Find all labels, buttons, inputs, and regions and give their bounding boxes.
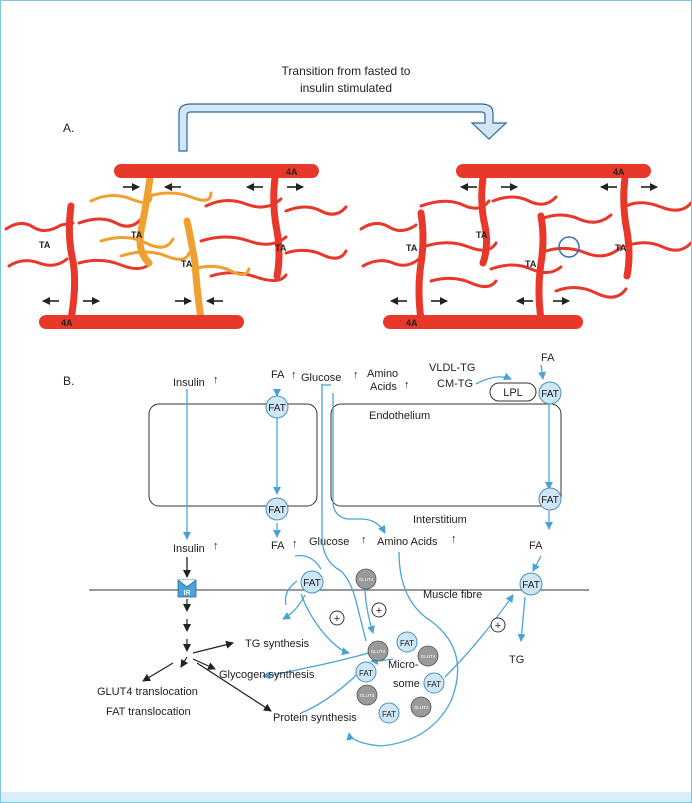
- ir-label: IR: [184, 590, 191, 597]
- left-top-4a-vessel: [114, 164, 319, 178]
- fa-right-interstitial-label: FA: [529, 540, 543, 552]
- glut4-label-microsome-3: GLUT4: [360, 693, 375, 698]
- fat-translocation-label: FAT translocation: [106, 706, 191, 718]
- fat-label-microsome-3: FAT: [427, 680, 441, 689]
- stimulation-plus-markers: [329, 602, 506, 633]
- left-top-4a-label: 4A: [286, 167, 298, 177]
- fat-label-microsome-4: FAT: [382, 710, 396, 719]
- right-bottom-4a-label: 4A: [406, 318, 418, 328]
- left-capillary-network: [4, 167, 348, 323]
- right-bottom-4a-vessel: [383, 315, 583, 329]
- microsome-label-line2: some: [393, 678, 420, 690]
- fat-label-sarcolemma-right: FAT: [522, 580, 540, 591]
- glut4-translocation-label: GLUT4 translocation: [97, 686, 198, 698]
- fat-label-endo-top-right: FAT: [541, 389, 559, 400]
- transport-flow-lines: [183, 364, 553, 747]
- tg-synthesis-label: TG synthesis: [245, 638, 310, 650]
- left-bottom-4a-vessel: [39, 315, 244, 329]
- glucose-top-up: ↑: [353, 369, 359, 381]
- transition-title-line2: insulin stimulated: [300, 81, 392, 95]
- glut4-label-membrane: GLUT4: [359, 577, 374, 582]
- right-ta-label-1: TA: [406, 243, 418, 253]
- right-flow-arrows: [390, 183, 658, 305]
- fa-right-top-label: FA: [541, 352, 555, 364]
- endothelium-right: [330, 403, 562, 507]
- insulin-top-label: Insulin: [173, 377, 205, 389]
- amino-acids-interstitial-up: ↑: [451, 533, 457, 545]
- glycogen-synthesis-label: Glycogen synthesis: [219, 669, 315, 681]
- glucose-interstitial-up: ↑: [361, 534, 367, 546]
- plus-marker-2: +: [376, 605, 382, 617]
- left-flow-arrows: [42, 183, 304, 305]
- muscle-fibre-label: Muscle fibre: [423, 589, 482, 601]
- right-ta-label-2: TA: [476, 230, 488, 240]
- left-ta-label-4: TA: [275, 243, 287, 253]
- fat-transporters: [265, 381, 562, 724]
- fa-interstitial-label: FA: [271, 540, 285, 552]
- fat-label-endo-bottom-right: FAT: [541, 495, 559, 506]
- plus-marker-1: +: [334, 613, 340, 625]
- amino-top-line1: Amino: [367, 368, 398, 380]
- insulin-interstitial-label: Insulin: [173, 543, 205, 555]
- glut4-label-microsome-2: GLUT4: [421, 654, 436, 659]
- glut4-transporters: [355, 568, 439, 718]
- glucose-interstitial-label: Glucose: [309, 536, 349, 548]
- right-ta-label-4: TA: [615, 243, 627, 253]
- plus-marker-3: +: [495, 620, 501, 632]
- protein-synthesis-label: Protein synthesis: [273, 712, 357, 724]
- left-ta-label-1: TA: [39, 240, 51, 250]
- endothelium-left: [148, 403, 318, 507]
- fat-label-microsome-1: FAT: [400, 639, 414, 648]
- interstitium-label: Interstitium: [413, 514, 467, 526]
- fa-top-up: ↑: [291, 369, 297, 381]
- lpl-label: LPL: [503, 387, 523, 399]
- panel-a-label: A.: [63, 121, 74, 135]
- signalling-cascade-arrows: [142, 599, 272, 712]
- fa-interstitial-up: ↑: [292, 538, 298, 550]
- left-bottom-4a-label: 4A: [61, 318, 73, 328]
- insulin-top-up: ↑: [213, 374, 219, 386]
- right-capillary-network: [359, 167, 691, 323]
- highlight-circle: [558, 236, 580, 258]
- left-ta-label-2: TA: [131, 230, 143, 240]
- glut4-label-microsome-1: GLUT4: [371, 649, 386, 654]
- fat-label-endo-bottom-left: FAT: [268, 505, 286, 516]
- amino-top-up: ↑: [404, 379, 410, 391]
- microsome-label-line1: Micro-: [388, 659, 419, 671]
- bottom-band: [1, 792, 691, 802]
- fat-label-microsome-2: FAT: [359, 669, 373, 678]
- right-top-4a-label: 4A: [613, 167, 625, 177]
- transition-title-line1: Transition from fasted to: [282, 64, 411, 78]
- amino-acids-interstitial-label: Amino Acids: [377, 536, 438, 548]
- fat-label-endo-top-left: FAT: [268, 403, 286, 414]
- glut4-label-microsome-4: GLUT4: [414, 705, 429, 710]
- vldl-tg-label: VLDL-TG: [429, 362, 475, 374]
- lpl-enzyme: [489, 382, 537, 402]
- right-top-4a-vessel: [456, 164, 651, 178]
- tg-label: TG: [509, 654, 524, 666]
- right-ta-label-3: TA: [525, 259, 537, 269]
- transition-arrow: [178, 103, 508, 152]
- endothelium-label: Endothelium: [369, 410, 430, 422]
- insulin-interstitial-up: ↑: [213, 540, 219, 552]
- cm-tg-label: CM-TG: [437, 378, 473, 390]
- fa-top-label: FA: [271, 369, 285, 381]
- fat-label-sarcolemma-left: FAT: [303, 578, 321, 589]
- left-ta-label-3: TA: [181, 259, 193, 269]
- insulin-receptor-notch: [177, 579, 197, 588]
- amino-top-line2: Acids: [370, 381, 397, 393]
- glucose-top-label: Glucose: [301, 372, 341, 384]
- panel-b-label: B.: [63, 374, 74, 388]
